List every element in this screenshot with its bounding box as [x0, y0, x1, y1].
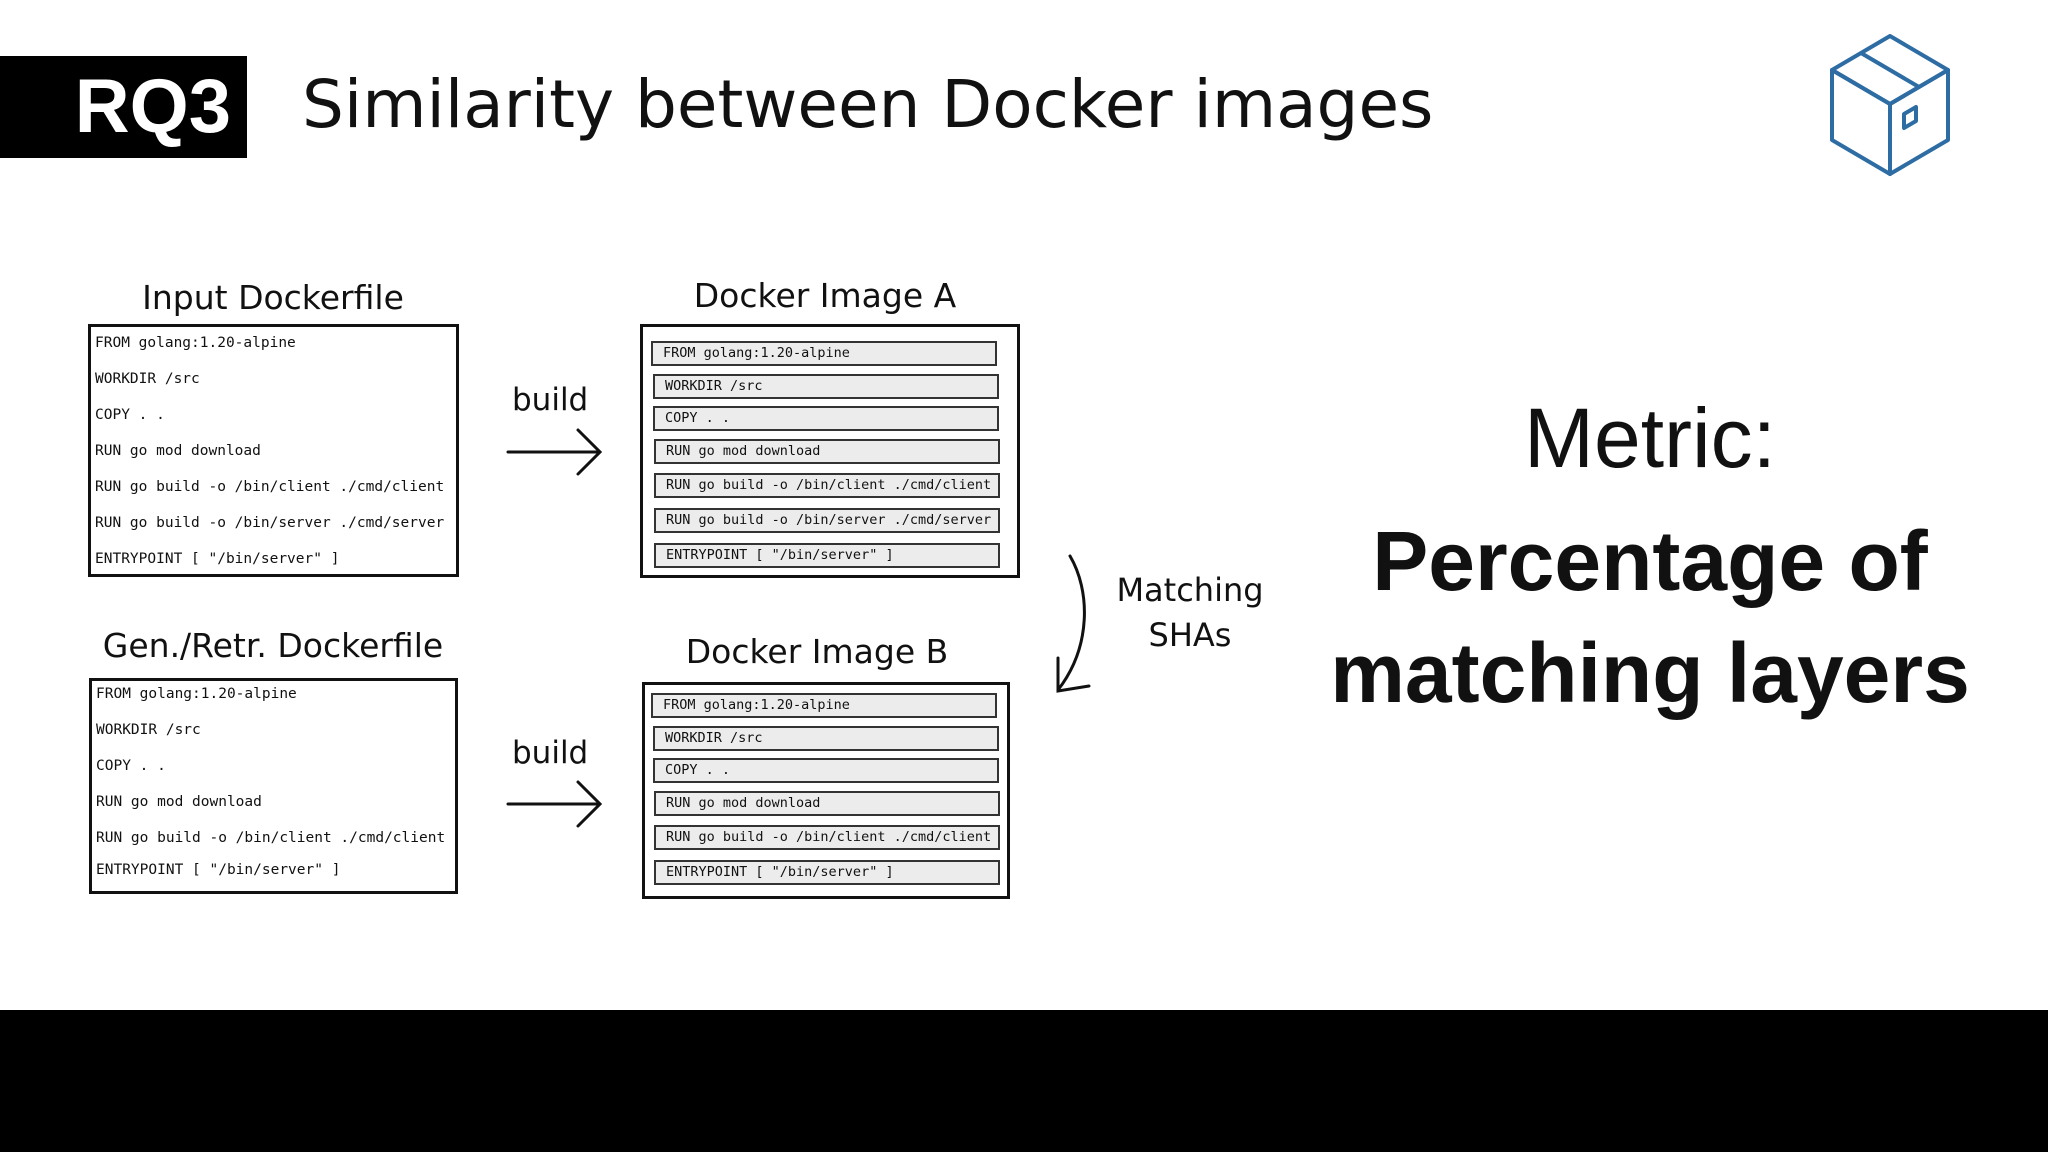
input-dockerfile-line: RUN go build -o /bin/server ./cmd/server [95, 515, 445, 531]
gen-dockerfile-line: COPY . . [96, 758, 166, 774]
matching-arrow-icon [1056, 554, 1091, 693]
image-a-layer: RUN go build -o /bin/client ./cmd/client [654, 473, 1000, 498]
input-dockerfile-line: COPY . . [95, 407, 165, 423]
slide-title: Similarity between Docker images [302, 66, 1434, 143]
metric-label: Metric: [1524, 391, 1776, 485]
image-b-layer: COPY . . [653, 758, 999, 783]
metric-value-line1: Percentage of [1372, 514, 1928, 608]
rq-badge: RQ3 [0, 56, 247, 158]
input-dockerfile-caption: Input Dockerfile [142, 278, 404, 317]
input-dockerfile-line: WORKDIR /src [95, 371, 200, 387]
build-label-top: build [512, 382, 589, 418]
image-a-caption: Docker Image A [693, 276, 957, 315]
image-a-layer: RUN go build -o /bin/server ./cmd/server [654, 508, 1000, 533]
box-icon [1830, 34, 1950, 176]
input-dockerfile: FROM golang:1.20-alpine WORKDIR /src COP… [88, 324, 459, 577]
gen-dockerfile-line: WORKDIR /src [96, 722, 201, 738]
image-a-layer: FROM golang:1.20-alpine [651, 341, 997, 366]
gen-dockerfile-line: ENTRYPOINT [ "/bin/server" ] [96, 862, 341, 878]
metric-value: Percentage of matching layers [1300, 505, 2000, 729]
input-dockerfile-line: RUN go mod download [95, 443, 261, 459]
gen-dockerfile-line: RUN go mod download [96, 794, 262, 810]
docker-image-a: FROM golang:1.20-alpine WORKDIR /src COP… [640, 324, 1020, 578]
input-dockerfile-line: RUN go build -o /bin/client ./cmd/client [95, 479, 445, 495]
image-b-layer: FROM golang:1.20-alpine [651, 693, 997, 718]
image-a-layer: WORKDIR /src [653, 374, 999, 399]
matching-label-line1: Matching [1116, 571, 1264, 609]
docker-image-b: FROM golang:1.20-alpine WORKDIR /src COP… [642, 682, 1010, 899]
image-b-layer: WORKDIR /src [653, 726, 999, 751]
gen-dockerfile-caption: Gen./Retr. Dockerfile [102, 626, 444, 665]
slide: RQ3 Similarity between Docker images Inp… [0, 34, 2000, 899]
image-b-caption: Docker Image B [685, 632, 949, 671]
bottom-black-bar [0, 1010, 2048, 1152]
build-arrow-top-icon [506, 428, 603, 476]
metric-value-line2: matching layers [1330, 626, 1970, 720]
gen-dockerfile-line: RUN go build -o /bin/client ./cmd/client [96, 830, 446, 846]
image-a-layer: ENTRYPOINT [ "/bin/server" ] [654, 543, 1000, 568]
image-b-layer: RUN go build -o /bin/client ./cmd/client [654, 825, 1000, 850]
input-dockerfile-line: FROM golang:1.20-alpine [95, 335, 296, 351]
image-a-layer: COPY . . [653, 406, 999, 431]
matching-shas-label: Matching SHAs [1110, 568, 1270, 658]
gen-dockerfile: FROM golang:1.20-alpine WORKDIR /src COP… [89, 678, 458, 894]
image-a-layer: RUN go mod download [654, 439, 1000, 464]
input-dockerfile-line: ENTRYPOINT [ "/bin/server" ] [95, 551, 340, 567]
build-arrow-bottom-icon [506, 780, 603, 828]
image-b-layer: ENTRYPOINT [ "/bin/server" ] [654, 860, 1000, 885]
gen-dockerfile-line: FROM golang:1.20-alpine [96, 686, 297, 702]
image-b-layer: RUN go mod download [654, 791, 1000, 816]
build-label-bottom: build [512, 735, 589, 771]
matching-label-line2: SHAs [1148, 616, 1232, 654]
